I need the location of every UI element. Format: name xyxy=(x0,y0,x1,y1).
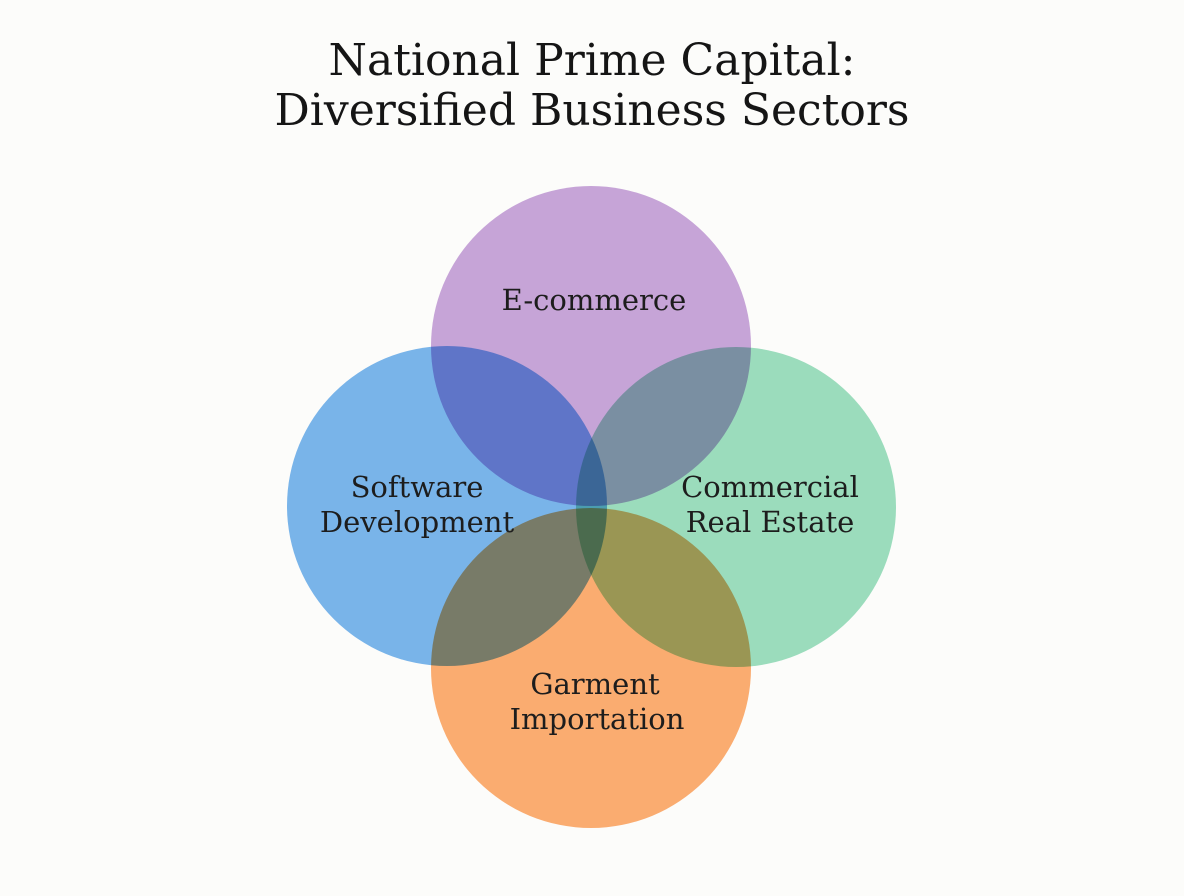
label-commercial-real-estate-line-2: Real Estate xyxy=(686,505,855,539)
diagram-title: National Prime Capital: Diversified Busi… xyxy=(0,36,1184,136)
label-garment-importation-line-1: Garment xyxy=(530,667,660,701)
diagram-title-line-2: Diversified Business Sectors xyxy=(274,85,910,136)
circle-garment-importation xyxy=(431,508,751,828)
label-software-development-line-2: Development xyxy=(320,505,515,539)
label-software-development-line-1: Software xyxy=(351,470,484,504)
diagram-title-line-1: National Prime Capital: xyxy=(328,35,856,86)
label-ecommerce: E-commerce xyxy=(502,283,687,317)
label-garment-importation-line-2: Importation xyxy=(510,702,685,736)
label-commercial-real-estate-line-1: Commercial xyxy=(681,470,859,504)
